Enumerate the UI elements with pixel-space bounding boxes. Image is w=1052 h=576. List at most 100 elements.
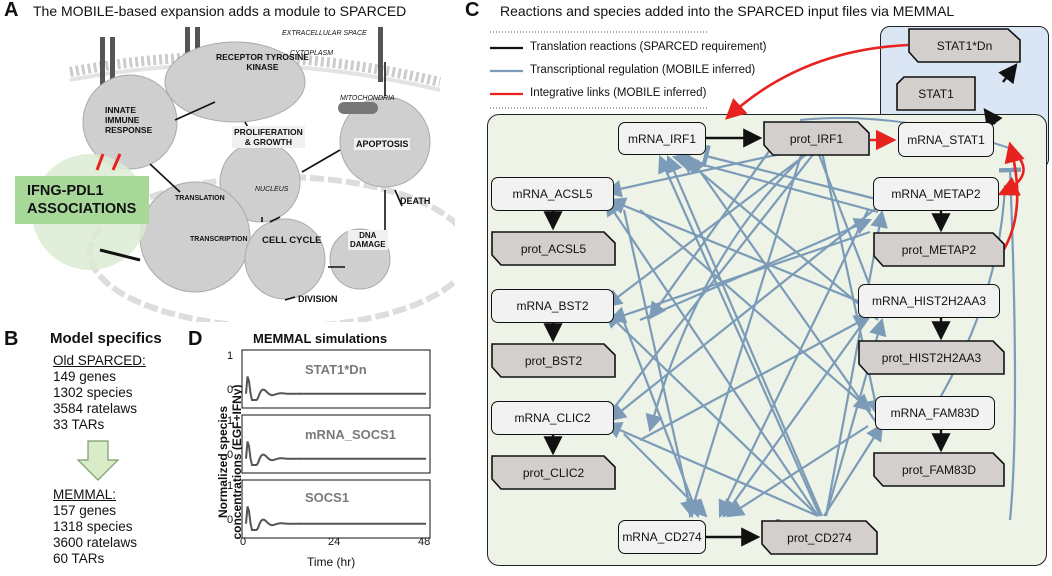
panel-c-letter: C: [465, 0, 480, 21]
sim-subplot-frame: [241, 349, 431, 409]
prolif-line-2: & GROWTH: [244, 137, 292, 147]
node-prot-irf1: prot_IRF1: [763, 121, 870, 156]
rtk-circle: [164, 41, 306, 123]
division-label: DIVISION: [298, 294, 338, 304]
xtick: 48: [418, 536, 431, 548]
ytick: 0: [227, 514, 234, 526]
node-prot-irf1-label: prot_IRF1: [789, 131, 844, 146]
new-line: 1318 species: [53, 519, 133, 534]
innate-label: INNATE IMMUNE RESPONSE: [105, 105, 152, 135]
node-stat1: STAT1: [896, 76, 976, 111]
cellcycle-label: CELL CYCLE: [262, 235, 322, 246]
node-prot-hist2h2aa3-label: prot_HIST2H2AA3: [881, 350, 982, 365]
new-line: 3600 ratelaws: [53, 535, 138, 550]
new-line: 157 genes: [53, 503, 117, 518]
rtk-line-2: KINASE: [246, 62, 279, 72]
innate-line-3: RESPONSE: [105, 125, 153, 135]
node-prot-fam83d: prot_FAM83D: [873, 452, 1005, 487]
sim-curve: [245, 376, 426, 401]
panel-a-letter: A: [4, 0, 19, 21]
node-mrna-metap2: mRNA_METAP2: [873, 177, 999, 211]
legend-transcriptional: Transcriptional regulation (MOBILE infer…: [530, 64, 756, 76]
old-sparced-header: Old SPARCED:: [53, 353, 146, 368]
ytick: 0: [227, 384, 234, 396]
node-mrna-fam83d: mRNA_FAM83D: [875, 396, 995, 430]
translation-label: TRANSLATION: [175, 195, 225, 202]
ytick: 1: [227, 480, 234, 492]
sim-label-socs1: SOCS1: [305, 490, 350, 505]
sim-subplot-frame: [241, 414, 431, 474]
node-prot-bst2-label: prot_BST2: [524, 353, 583, 368]
node-prot-cd274: prot_CD274: [761, 520, 878, 555]
cellcycle-circle: [244, 218, 326, 300]
old-line: 33 TARs: [53, 417, 105, 432]
rtk-line-1: RECEPTOR TYROSINE: [216, 52, 309, 62]
node-mrna-hist2h2aa3: mRNA_HIST2H2AA3: [858, 284, 1000, 318]
prolif-label: PROLIFERATION & GROWTH: [232, 126, 305, 148]
node-prot-hist2h2aa3: prot_HIST2H2AA3: [858, 340, 1005, 375]
sim-label-mrna-socs1: mRNA_SOCS1: [305, 427, 397, 442]
node-prot-clic2: prot_CLIC2: [491, 455, 616, 490]
nucleus-label: NUCLEUS: [255, 186, 289, 193]
mitochondria-label: MITOCHONDRIA: [340, 95, 395, 102]
node-prot-metap2-label: prot_METAP2: [901, 242, 977, 257]
innate-line-1: INNATE: [105, 105, 137, 115]
panel-d-title: MEMMAL simulations: [253, 331, 388, 346]
sim-curve: [245, 441, 426, 466]
old-line: 149 genes: [53, 369, 117, 384]
node-mrna-stat1: mRNA_STAT1: [898, 122, 994, 157]
rtk-label: RECEPTOR TYROSINE KINASE: [216, 52, 309, 72]
node-prot-acsl5-label: prot_ACSL5: [520, 241, 587, 256]
old-line: 3584 ratelaws: [53, 401, 138, 416]
panel-b-letter: B: [4, 328, 19, 350]
ytick: 1: [227, 350, 234, 362]
sim-curve: [245, 506, 426, 531]
node-prot-bst2: prot_BST2: [491, 343, 616, 378]
ifng-line-1: IFNG-PDL1: [27, 183, 104, 199]
node-prot-fam83d-label: prot_FAM83D: [901, 462, 977, 477]
node-mrna-acsl5: mRNA_ACSL5: [491, 177, 614, 211]
panel-b-title: Model specifics: [50, 330, 162, 347]
down-arrow-icon: [76, 440, 120, 481]
transcription-label: TRANSCRIPTION: [190, 236, 248, 243]
memmal-header: MEMMAL:: [53, 487, 117, 502]
ifng-line-2: ASSOCIATIONS: [27, 201, 137, 217]
node-mrna-clic2: mRNA_CLIC2: [491, 401, 614, 435]
legend-translation: Translation reactions (SPARCED requireme…: [530, 41, 767, 53]
node-prot-acsl5: prot_ACSL5: [491, 231, 616, 266]
prolif-line-1: PROLIFERATION: [234, 127, 303, 137]
node-prot-clic2-label: prot_CLIC2: [522, 465, 585, 480]
panel-d-xlabel: Time (hr): [307, 555, 356, 569]
ytick: 1: [227, 415, 234, 427]
legend-integrative: Integrative links (MOBILE inferred): [530, 87, 707, 99]
apoptosis-label: APOPTOSIS: [354, 138, 411, 150]
node-prot-cd274-label: prot_CD274: [787, 530, 852, 545]
panel-c-title: Reactions and species added into the SPA…: [500, 3, 955, 19]
node-stat1dn-label: STAT1*Dn: [936, 38, 993, 53]
cytoplasm-label: CYTOPLASM: [290, 50, 334, 57]
node-mrna-bst2: mRNA_BST2: [491, 289, 614, 323]
death-label: DEATH: [400, 196, 431, 206]
innate-immune-circle: [82, 74, 178, 170]
ytick: 0: [227, 449, 234, 461]
xtick: 0: [240, 536, 247, 548]
innate-line-2: IMMUNE: [105, 115, 140, 125]
node-stat1-label: STAT1: [918, 86, 954, 101]
xtick: 24: [328, 536, 341, 548]
node-prot-metap2: prot_METAP2: [873, 232, 1005, 267]
dna-label: DNA DAMAGE: [348, 230, 388, 250]
panel-a-title: The MOBILE-based expansion adds a module…: [33, 3, 407, 19]
new-line: 60 TARs: [53, 551, 105, 566]
sim-subplot-frame: [241, 479, 431, 539]
dna-line-1: DNA: [359, 231, 377, 240]
dna-line-2: DAMAGE: [350, 240, 386, 249]
panel-d-letter: D: [188, 328, 203, 350]
extracellular-label: EXTRACELLULAR SPACE: [282, 30, 367, 37]
ifng-box: IFNG-PDL1 ASSOCIATIONS: [15, 176, 149, 224]
node-mrna-cd274: mRNA_CD274: [618, 520, 706, 554]
sim-plots: [241, 349, 431, 539]
old-line: 1302 species: [53, 385, 133, 400]
node-mrna-irf1: mRNA_IRF1: [618, 122, 706, 155]
sim-label-stat1dn: STAT1*Dn: [305, 362, 367, 377]
node-stat1dn: STAT1*Dn: [908, 28, 1021, 63]
